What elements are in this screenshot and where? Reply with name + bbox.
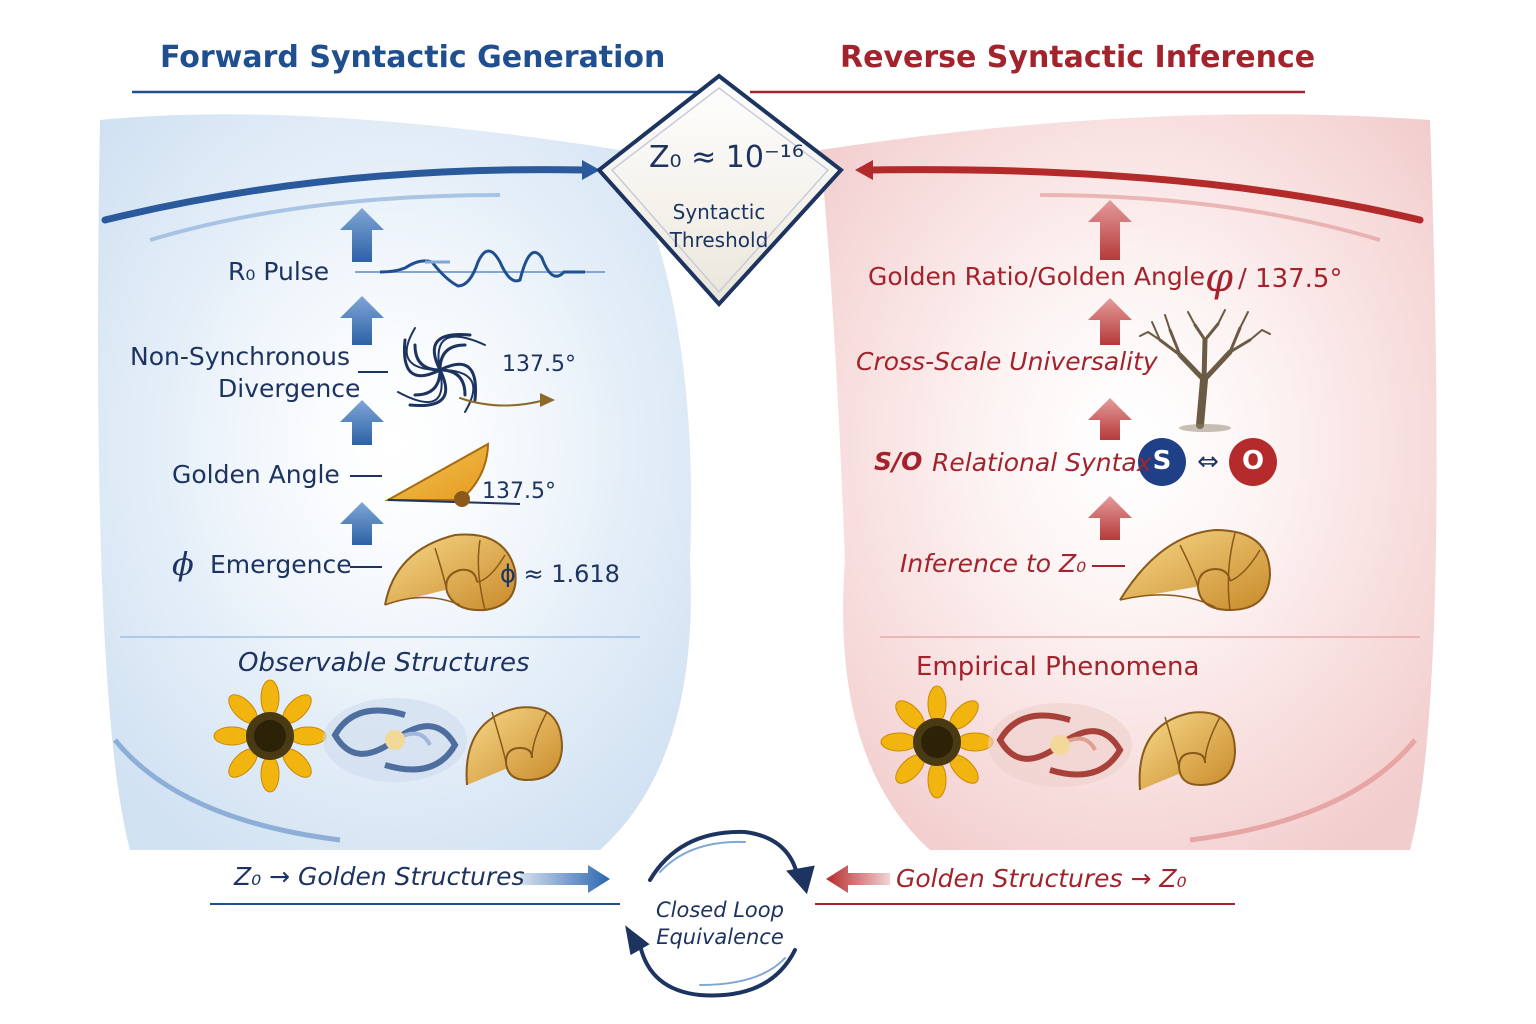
step-relational-syntax-label: Relational Syntax — [932, 448, 1152, 477]
object-badge: O — [1241, 446, 1265, 476]
phi-symbol: ϕ — [172, 545, 194, 583]
closed-loop-arrows-icon — [625, 829, 815, 998]
step-inference-label: Inference to Z₀ — [900, 549, 1087, 578]
step-divergence-label-line1: Non-Synchronous — [130, 342, 350, 371]
reverse-panel — [820, 114, 1437, 851]
closed-loop-line2: Equivalence — [656, 925, 784, 949]
step-phi-emergence-label: Emergence — [210, 550, 352, 579]
bidirectional-arrow-icon: ⇔ — [1197, 447, 1219, 477]
nautilus-shell-icon — [465, 706, 564, 786]
golden-ratio-phi-symbol: φ — [1205, 255, 1234, 301]
step-r0-pulse-label: R₀ Pulse — [228, 257, 330, 286]
step-divergence-label-line2: Divergence — [218, 374, 361, 403]
flow-arrow-reverse — [826, 865, 890, 893]
step-golden-ratio-label: Golden Ratio/Golden Angle — [868, 262, 1206, 291]
s-o-badges — [1138, 438, 1277, 486]
reverse-up-arrows — [1088, 200, 1132, 540]
threshold-value: Z₀ ≈ 10⁻¹⁶ — [649, 140, 804, 175]
flow-arrow-forward — [520, 865, 610, 893]
threshold-label-line1: Syntactic — [672, 200, 766, 224]
sunflower-icon — [213, 679, 327, 793]
reverse-flow-label: Golden Structures → Z₀ — [896, 864, 1187, 893]
galaxy-icon — [988, 703, 1132, 787]
threshold-diamond — [596, 73, 844, 307]
golden-angle-wedge-icon — [384, 442, 521, 507]
vortex-spiral-icon — [397, 327, 555, 413]
nautilus-shell-icon — [1138, 711, 1237, 791]
galaxy-icon — [323, 698, 467, 782]
forward-title: Forward Syntactic Generation — [160, 40, 666, 75]
phi-value: ϕ ≈ 1.618 — [500, 560, 620, 588]
fractal-tree-icon — [1139, 309, 1271, 432]
forward-panel — [98, 114, 692, 851]
nautilus-shell-icon — [1119, 528, 1272, 612]
golden-ratio-angle-value: / 137.5° — [1238, 264, 1343, 294]
reverse-title: Reverse Syntactic Inference — [840, 40, 1316, 75]
sunflower-icon — [880, 685, 994, 799]
step-cross-scale-label: Cross-Scale Universality — [856, 347, 1158, 376]
nautilus-shell-icon — [384, 533, 517, 612]
threshold-label-line2: Threshold — [669, 228, 769, 252]
forward-flow-label: Z₀ → Golden Structures — [234, 862, 525, 891]
forward-up-arrows — [340, 208, 384, 545]
observable-structures-heading: Observable Structures — [238, 648, 530, 678]
step-golden-angle-label: Golden Angle — [172, 460, 340, 489]
closed-loop-line1: Closed Loop — [656, 898, 784, 922]
so-prefix: S/O — [874, 447, 923, 476]
subject-badge: S — [1152, 446, 1172, 476]
empirical-phenomena-heading: Empirical Phenomena — [916, 652, 1200, 682]
golden-angle-value: 137.5° — [482, 479, 556, 504]
wave-icon — [355, 249, 605, 288]
divergence-angle-value: 137.5° — [502, 352, 576, 377]
